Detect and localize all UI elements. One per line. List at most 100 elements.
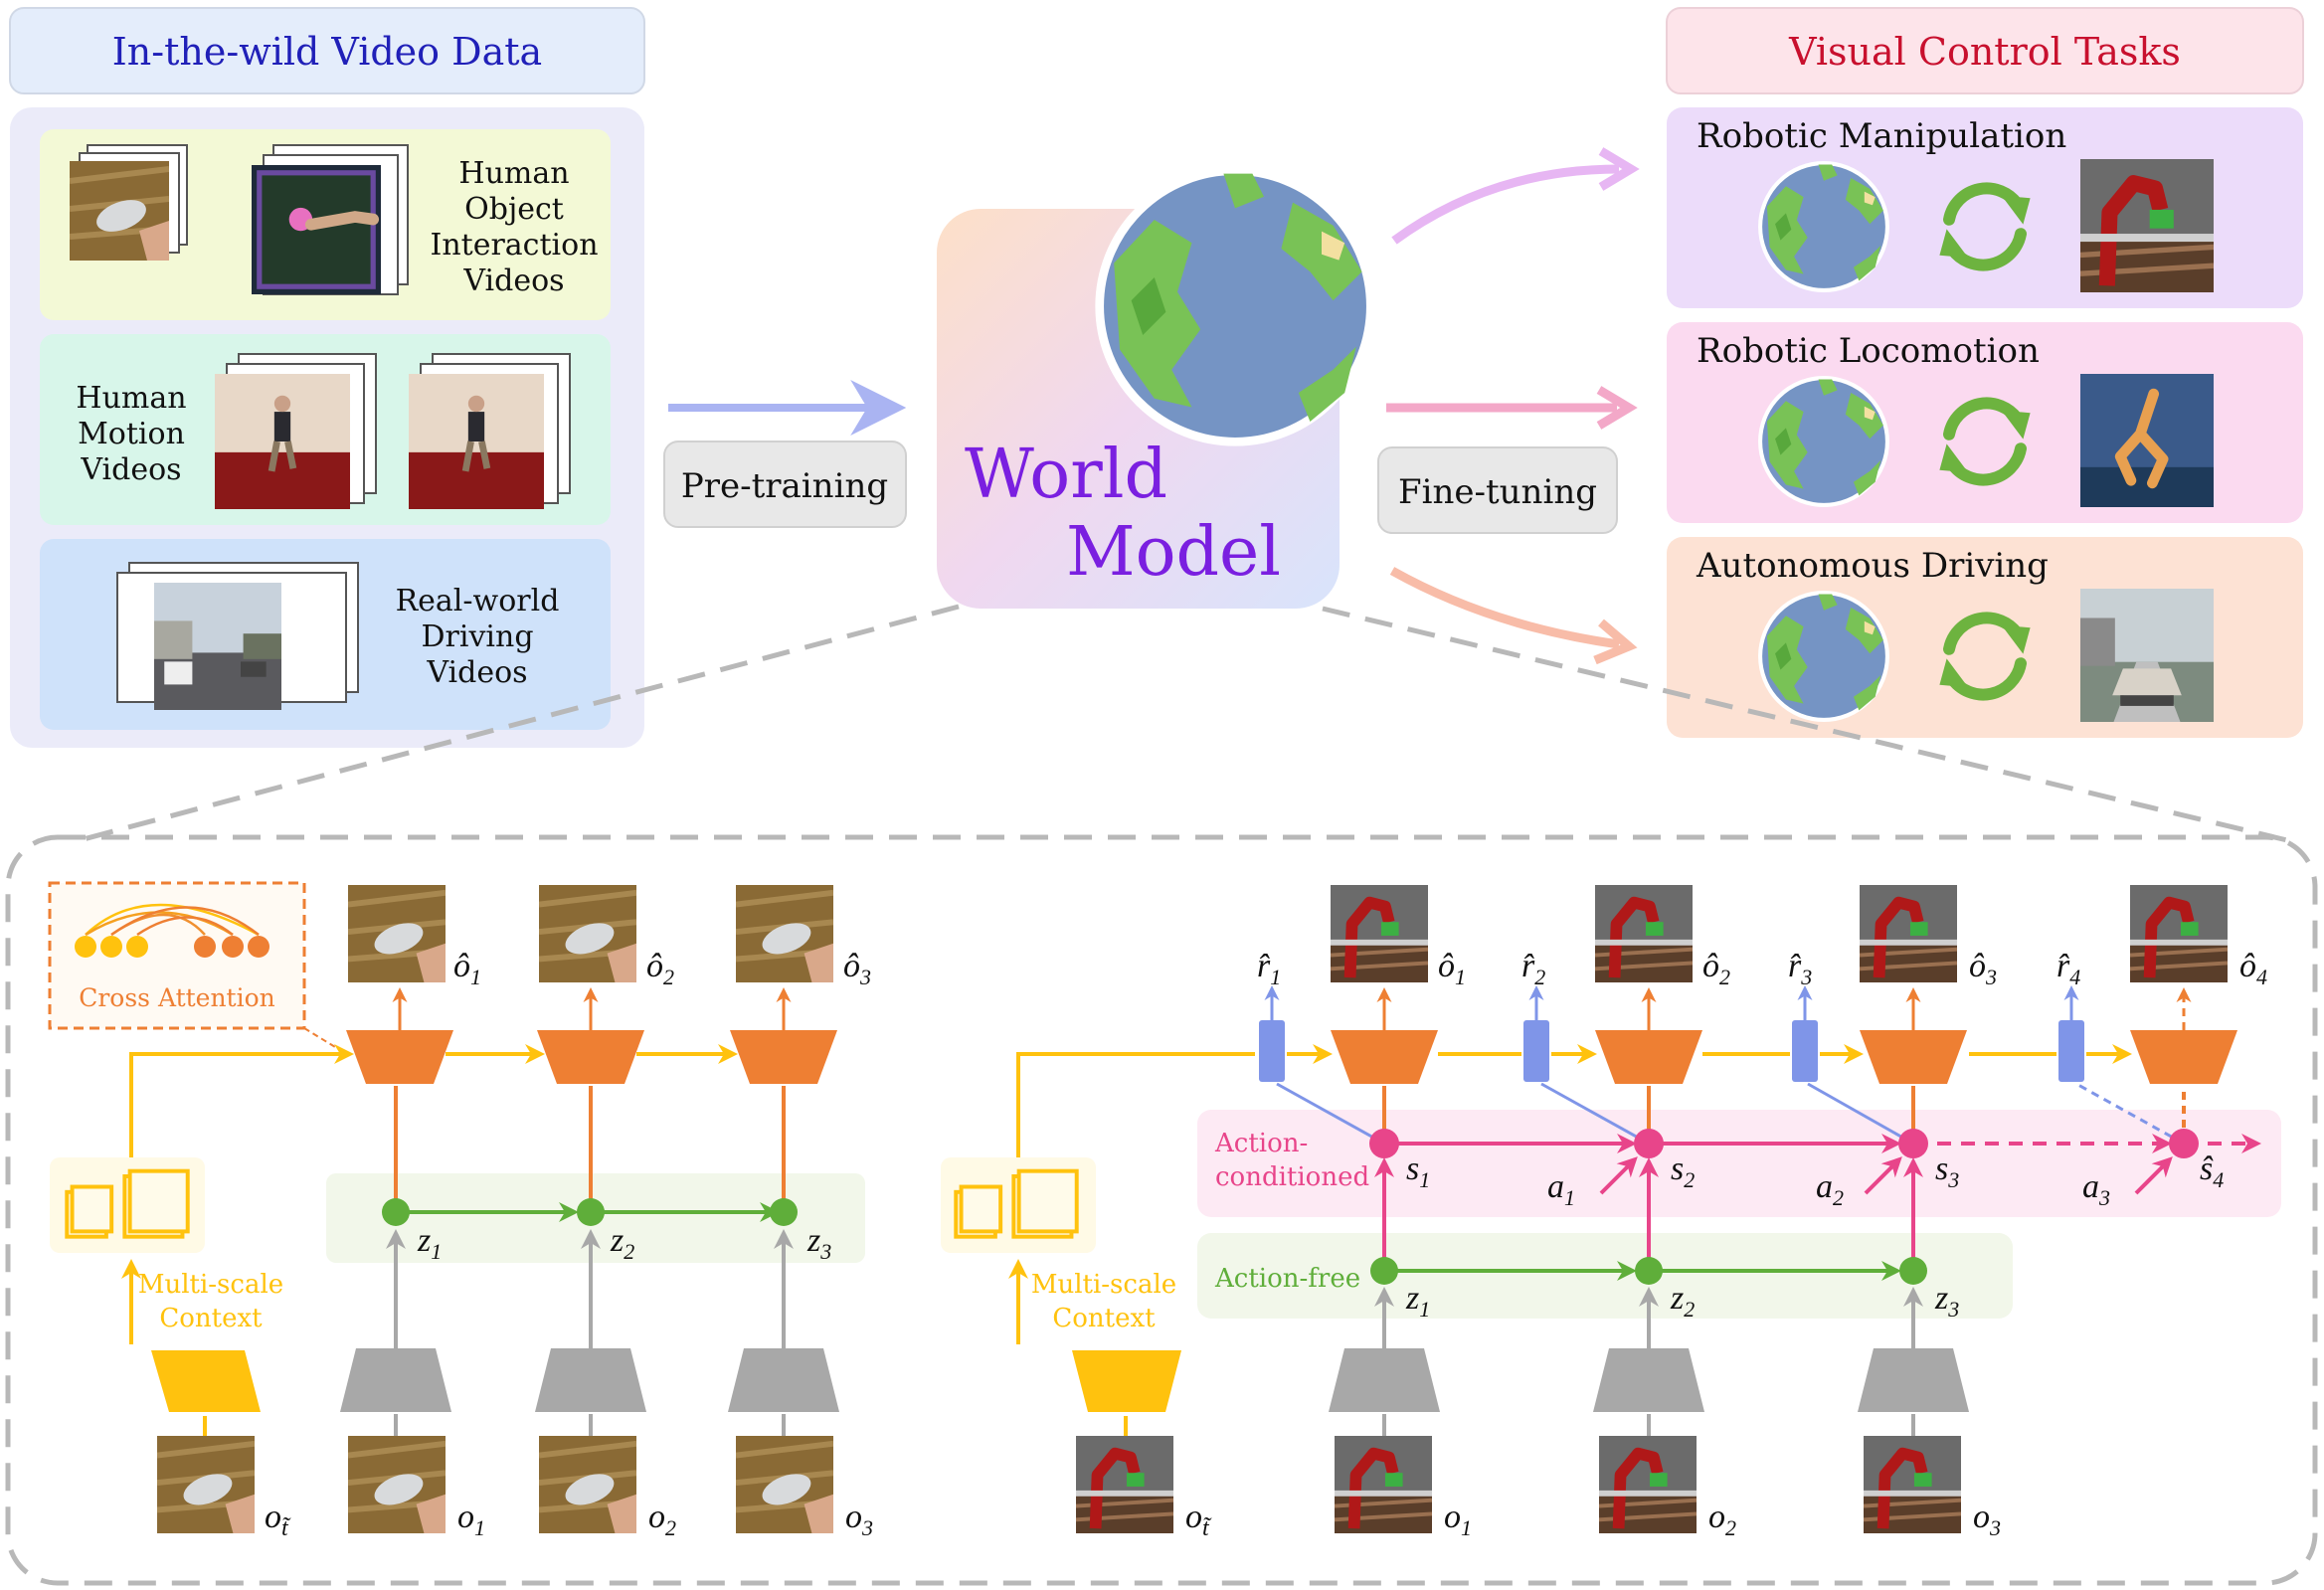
ft-latent-z1 [1370, 1257, 1398, 1285]
ft-decoder-4 [2130, 1030, 2237, 1084]
pred-frame-2 [539, 885, 636, 982]
ft-z1-label: z1 [1405, 1280, 1430, 1322]
world-globe-icon [1100, 171, 1371, 442]
finetuning-flow: Fine-tuning [1377, 147, 1640, 665]
pred-obs-1-label: ô1 [453, 948, 481, 989]
input-frame-2 [539, 1436, 636, 1533]
driving-line-3: Videos [426, 655, 527, 690]
robot-thumbnail [2080, 159, 2214, 292]
zoom-connectors [79, 604, 2288, 843]
human-motion-line-3: Videos [80, 452, 181, 487]
z2-label: z2 [610, 1222, 634, 1264]
driving-line-1: Real-world [396, 584, 560, 618]
task-manipulation-label: Robotic Manipulation [1697, 116, 2066, 156]
decoder-2 [537, 1030, 644, 1084]
task-locomotion-label: Robotic Locomotion [1697, 331, 2040, 371]
pretrain-architecture: Cross Attention ô1 ô2 ô3 Multi-scale Con… [48, 881, 873, 1541]
z3-label: z3 [806, 1222, 831, 1264]
ft-pred-frame-1 [1331, 885, 1428, 982]
pred-obs-2-label: ô2 [646, 948, 674, 989]
ft-latent-z2 [1635, 1257, 1663, 1285]
pretraining-flow: Pre-training [663, 380, 907, 528]
ft-context-obs-label: ot̃ [1185, 1499, 1212, 1541]
task-driving: Autonomous Driving [1667, 537, 2303, 738]
s3-label: s3 [1935, 1150, 1959, 1192]
reward-head-2 [1523, 1020, 1549, 1082]
reward-head-4 [2058, 1020, 2084, 1082]
cross-attention-box: Cross Attention [48, 881, 341, 1051]
latent-z3 [770, 1198, 798, 1226]
cross-attention-label: Cross Attention [79, 983, 275, 1012]
task-locomotion: Robotic Locomotion [1667, 322, 2303, 523]
state-s2 [1634, 1129, 1664, 1158]
locomotion-thumbnail [2080, 374, 2214, 507]
ft-pred-obs-1-label: ô1 [1438, 948, 1466, 989]
obs-2-label: o2 [648, 1499, 676, 1540]
obs-3-label: o3 [845, 1499, 873, 1540]
ft-latent-z3 [1899, 1257, 1927, 1285]
ft-decoder-2 [1595, 1030, 1702, 1084]
ft-context-frame [1076, 1436, 1173, 1533]
pred-frame-1 [348, 885, 446, 982]
ft-pred-frame-3 [1860, 885, 1957, 982]
ft-input-frame-3 [1864, 1436, 1961, 1533]
reward-2-label: r̂2 [1521, 948, 1545, 989]
latent-z2 [577, 1198, 605, 1226]
a3-label: a3 [2082, 1168, 2110, 1210]
ft-input-frame-2 [1599, 1436, 1697, 1533]
model-label: Model [1066, 513, 1281, 592]
human-object-line-2: Object [464, 192, 564, 227]
encoder-1 [340, 1348, 451, 1412]
z1-label: z1 [417, 1222, 442, 1264]
human-object-line-3: Interaction [430, 228, 598, 263]
ft-pred-obs-4-label: ô4 [2239, 948, 2267, 989]
input-frame-3 [736, 1436, 833, 1533]
ft-z3-label: z3 [1934, 1280, 1959, 1322]
action-conditioned-label-1: Action- [1214, 1129, 1308, 1158]
ft-multiscale-label-2: Context [1052, 1304, 1156, 1333]
pretraining-label: Pre-training [681, 466, 888, 506]
ft-multiscale-label-1: Multi-scale [1031, 1270, 1176, 1300]
ft-obs-3-label: o3 [1973, 1499, 2001, 1540]
s1-label: s1 [1406, 1150, 1430, 1192]
encoder-2 [535, 1348, 646, 1412]
obs-1-label: o1 [457, 1499, 485, 1540]
driving-group: Real-world Driving Videos [40, 539, 611, 730]
globe-icon [1760, 163, 1887, 290]
ft-z2-label: z2 [1670, 1280, 1695, 1322]
human-motion-thumbs [215, 353, 571, 509]
s4-label: ŝ4 [2200, 1150, 2224, 1192]
human-object-group: Human Object Interaction Videos [40, 129, 611, 320]
reward-1-label: r̂1 [1257, 948, 1281, 989]
reward-3-label: r̂3 [1788, 948, 1812, 989]
human-motion-group: Human Motion Videos [40, 334, 611, 525]
ft-input-frame-1 [1335, 1436, 1432, 1533]
context-encoder [151, 1350, 261, 1412]
ft-encoder-2 [1593, 1348, 1704, 1412]
encoder-3 [728, 1348, 839, 1412]
world-model-block: World Model [937, 171, 1370, 609]
input-frame-1 [348, 1436, 446, 1533]
pred-obs-3-label: ô3 [843, 948, 871, 989]
tasks-title: Visual Control Tasks [1788, 30, 2181, 74]
action-conditioned-label-2: conditioned [1215, 1162, 1369, 1192]
ft-pred-frame-2 [1595, 885, 1693, 982]
finetune-arrow-manipulation [1391, 164, 1620, 245]
state-s3 [1898, 1129, 1928, 1158]
decoder-1 [346, 1030, 453, 1084]
reward-4-label: r̂4 [2056, 948, 2080, 989]
reward-head-1 [1259, 1020, 1285, 1082]
globe-icon [1760, 378, 1887, 505]
video-data-title: In-the-wild Video Data [112, 30, 542, 74]
a1-label: a1 [1547, 1168, 1575, 1210]
driving-thumbnail [2080, 589, 2214, 722]
task-manipulation: Robotic Manipulation [1667, 107, 2303, 308]
ft-obs-2-label: o2 [1708, 1499, 1736, 1540]
action-free-label: Action-free [1214, 1264, 1360, 1294]
multiscale-label-1: Multi-scale [138, 1270, 283, 1300]
state-s1 [1369, 1129, 1399, 1158]
task-driving-label: Autonomous Driving [1696, 546, 2049, 586]
decoder-3 [730, 1030, 837, 1084]
video-data-panel: In-the-wild Video Data Human Object Inte… [9, 7, 645, 748]
ft-pred-obs-3-label: ô3 [1969, 948, 1997, 989]
